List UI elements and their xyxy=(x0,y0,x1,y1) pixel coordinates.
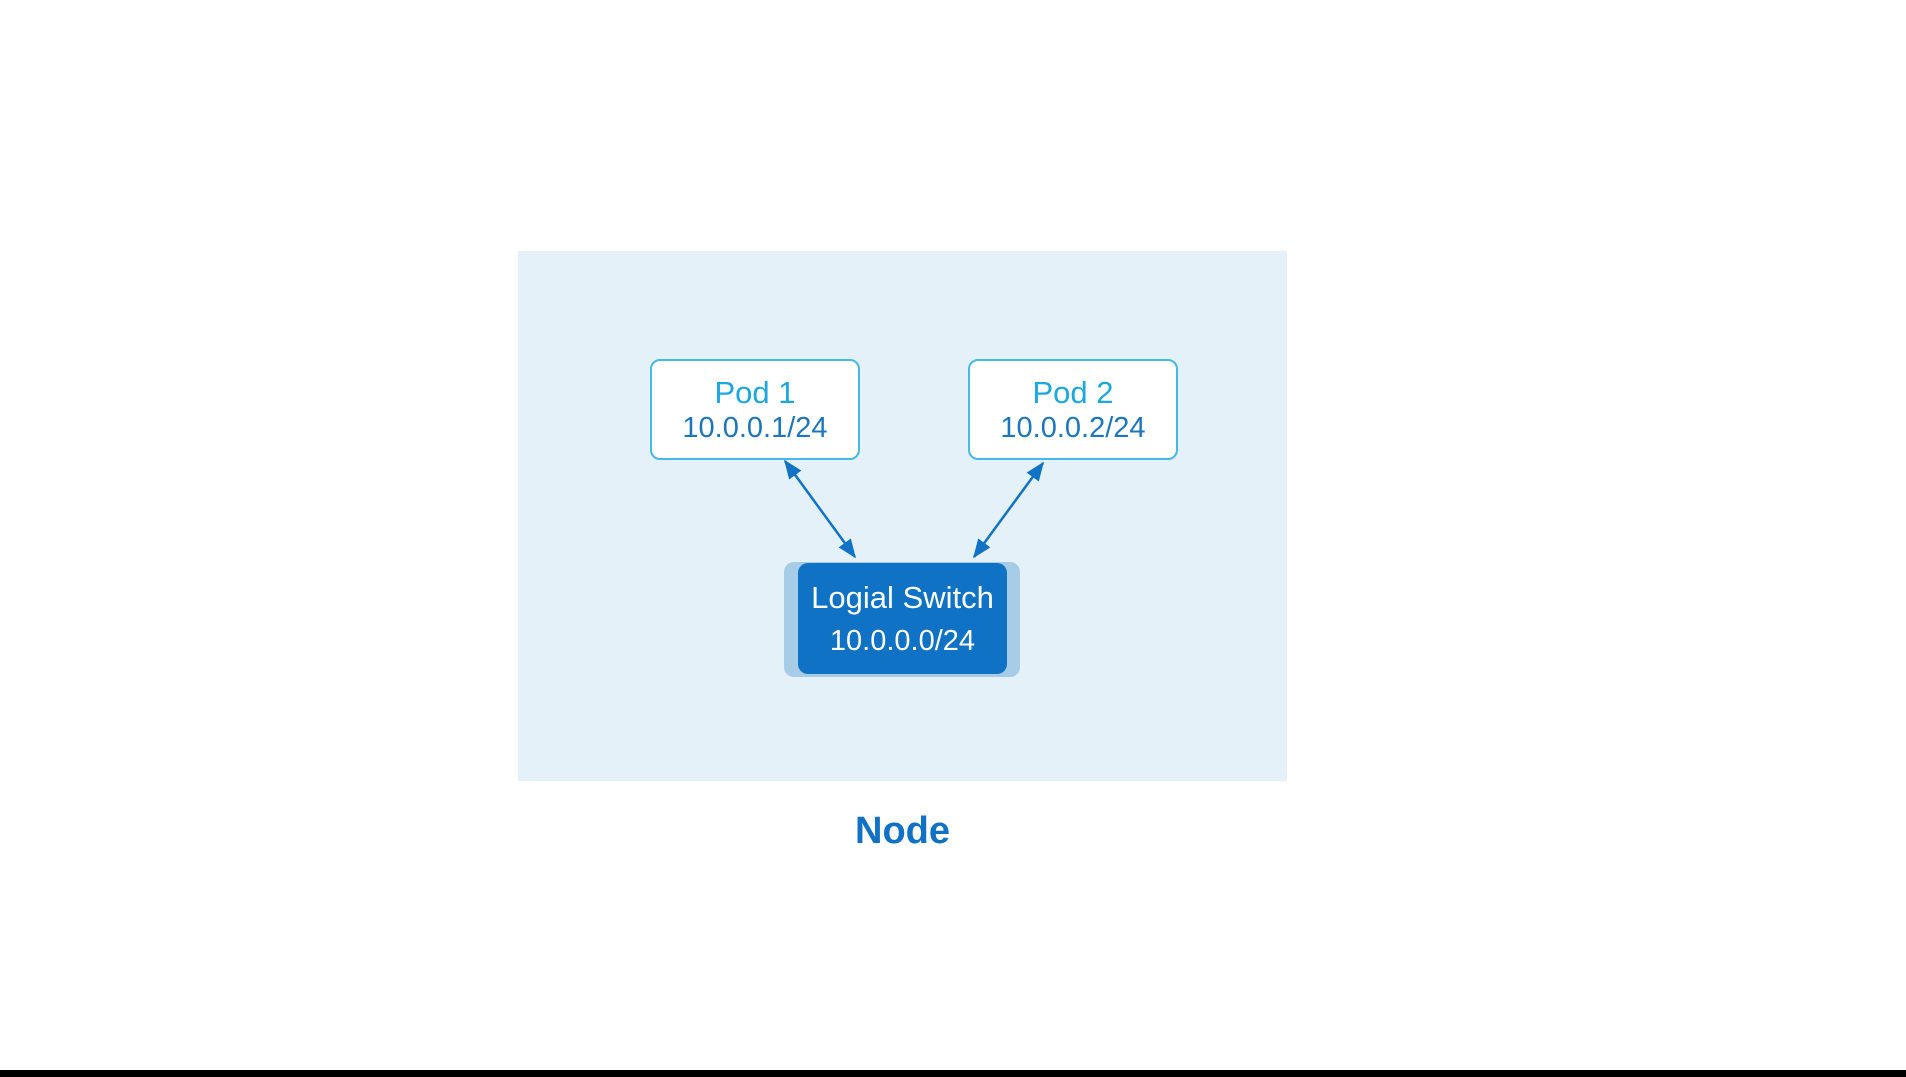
bottom-bar xyxy=(0,1070,1906,1077)
pod-1-name: Pod 1 xyxy=(714,375,796,410)
node-label: Node xyxy=(855,810,950,852)
pod-1-ip: 10.0.0.1/24 xyxy=(682,412,828,444)
pod-2-ip: 10.0.0.2/24 xyxy=(1000,412,1146,444)
node-panel xyxy=(518,251,1287,781)
logical-switch-name: Logial Switch xyxy=(811,579,994,615)
pod-2-box: Pod 2 10.0.0.2/24 xyxy=(968,359,1178,460)
pod-1-box: Pod 1 10.0.0.1/24 xyxy=(650,359,860,460)
logical-switch-box: Logial Switch 10.0.0.0/24 xyxy=(798,563,1007,674)
pod-2-name: Pod 2 xyxy=(1032,375,1114,410)
logical-switch-ip: 10.0.0.0/24 xyxy=(829,624,976,657)
